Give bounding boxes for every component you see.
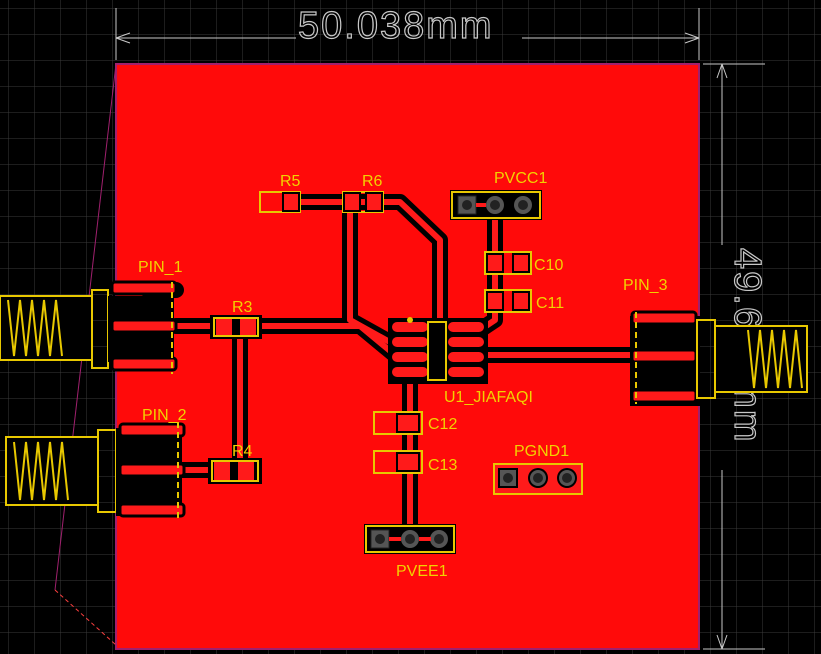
width-dimension: 50.038mm (115, 4, 700, 60)
r3-label: R3 (232, 299, 253, 316)
header-pvcc1[interactable] (450, 190, 542, 220)
resistor-r6[interactable] (342, 191, 384, 213)
pin3-label: PIN_3 (623, 277, 668, 294)
ic-u1[interactable] (388, 317, 488, 384)
capacitor-c11[interactable] (484, 289, 532, 313)
c12-label: C12 (428, 416, 457, 433)
resistor-r4[interactable] (208, 458, 262, 484)
r6-label: R6 (362, 173, 383, 190)
resistor-r5[interactable] (259, 191, 301, 213)
header-pgnd1[interactable] (493, 463, 583, 495)
r4-label: R4 (232, 443, 253, 460)
pvcc1-label: PVCC1 (494, 170, 547, 187)
connector-pin3[interactable] (630, 310, 808, 406)
r5-label: R5 (280, 173, 301, 190)
c13-label: C13 (428, 457, 457, 474)
c10-label: C10 (534, 257, 563, 274)
resistor-r3[interactable] (210, 315, 262, 339)
width-dimension-label: 50.038mm (298, 5, 494, 47)
pvee1-label: PVEE1 (396, 563, 448, 580)
u1-label: U1_JIAFAQI (444, 389, 533, 406)
connector-pin1[interactable] (0, 280, 178, 374)
c11-label: C11 (536, 295, 564, 312)
pin2-label: PIN_2 (142, 407, 187, 424)
header-pvee1[interactable] (364, 524, 456, 554)
capacitor-c13[interactable] (373, 450, 423, 474)
connector-pin2[interactable] (5, 422, 186, 518)
pgnd1-label: PGND1 (514, 443, 569, 460)
pin1-label: PIN_1 (138, 259, 183, 276)
capacitor-c10[interactable] (484, 251, 532, 275)
capacitor-c12[interactable] (373, 411, 423, 435)
trace-layer (140, 194, 668, 548)
